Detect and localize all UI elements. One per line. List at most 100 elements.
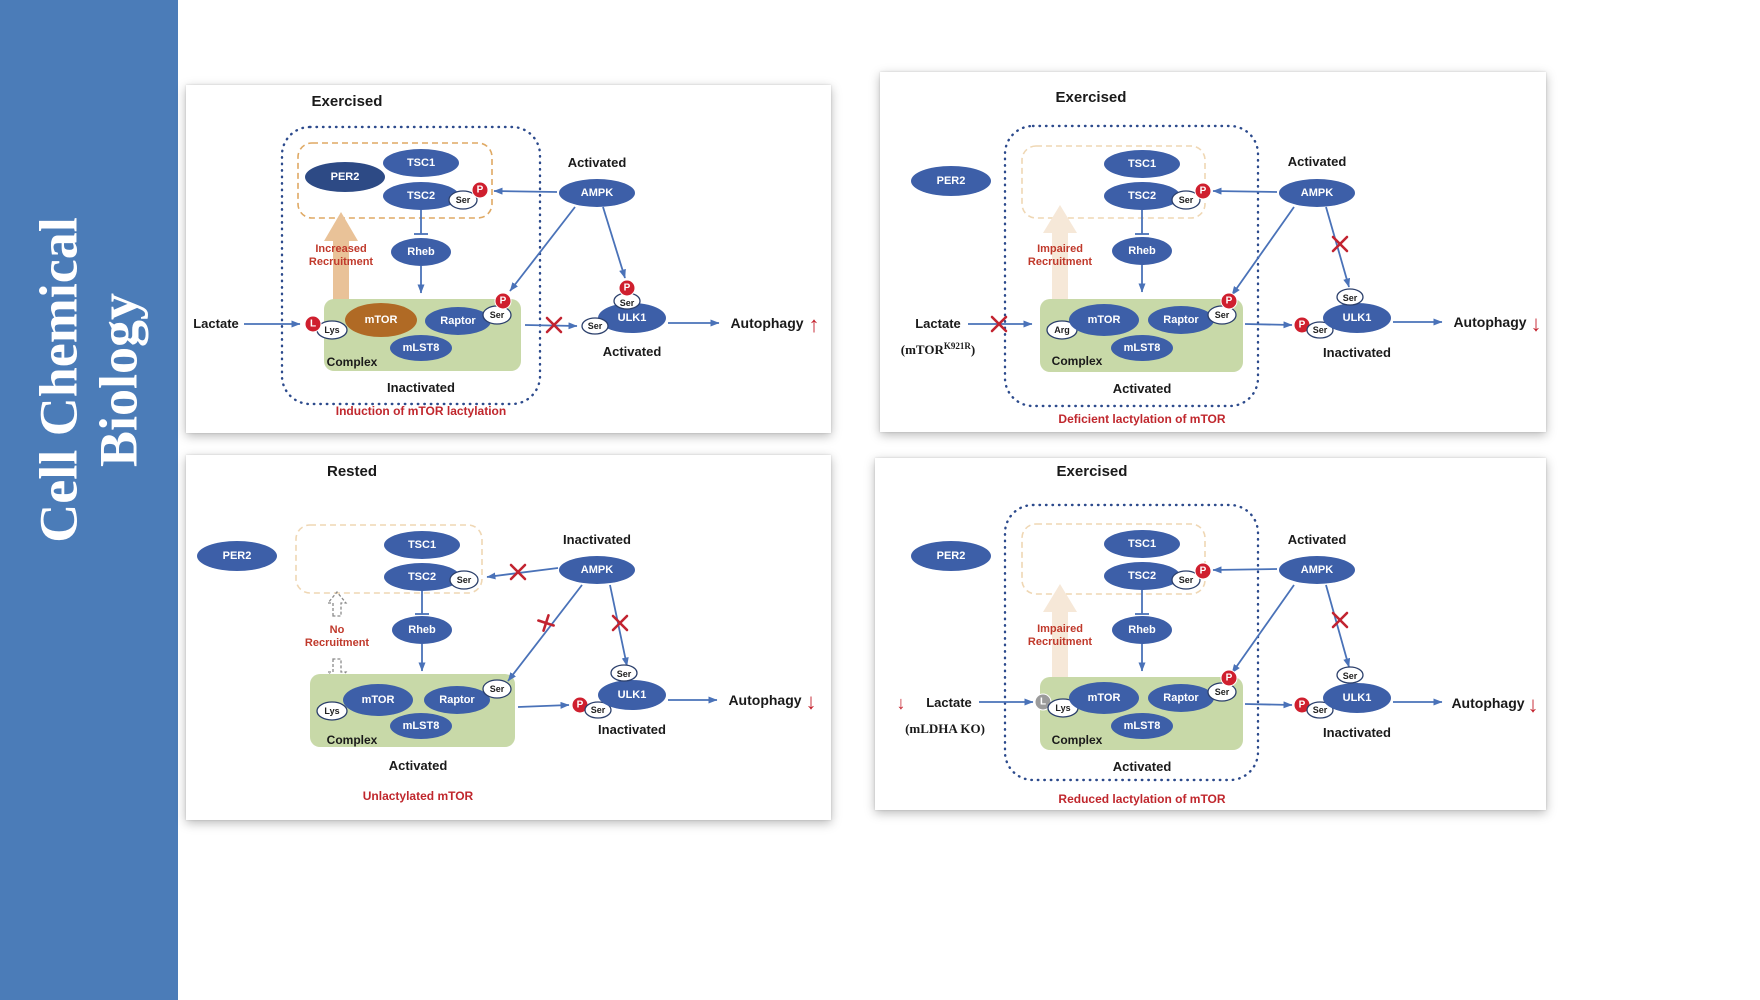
ulk1-state: Activated — [603, 344, 662, 359]
arrow-complex-to-ulk1 — [517, 701, 570, 709]
raptor-phospho-label: P — [500, 296, 507, 307]
ampk-node — [1279, 179, 1355, 207]
mtor-lys-site — [316, 701, 348, 721]
per2-node — [305, 162, 385, 192]
arrow-ampk-to-tsc2 — [1212, 187, 1278, 195]
panel-caption: Reduced lactylation of mTOR — [1058, 792, 1225, 806]
ulk1-label: ULK1 — [1343, 692, 1372, 704]
mlst8-label: mLST8 — [1124, 342, 1161, 354]
ampk-state: Inactivated — [563, 532, 631, 547]
mlst8-label: mLST8 — [403, 342, 440, 354]
ulk1-node — [1323, 683, 1391, 713]
raptor-phospho-label: P — [1226, 296, 1233, 307]
arrow-ampk-to-tsc2 — [493, 187, 558, 195]
note-sup: K921R — [944, 341, 972, 351]
arrow-ampk-to-complex — [507, 584, 583, 682]
panel-caption: Induction of mTOR lactylation — [336, 404, 506, 418]
mtor-node — [343, 684, 413, 716]
mtor-label: mTOR — [1088, 692, 1121, 704]
ampk-state: Activated — [568, 155, 627, 170]
raptor-ser-site — [482, 679, 512, 699]
ulk1-ser757-label: Ser — [591, 705, 606, 715]
panel-title: Exercised — [312, 93, 383, 110]
tsc2-ser-site — [1171, 570, 1201, 590]
rheb-label: Rheb — [407, 246, 435, 258]
ampk-node — [1279, 556, 1355, 584]
tsc1-node — [1104, 530, 1180, 558]
ulk1-ser-top-label: Ser — [1343, 293, 1358, 303]
mtor-lys-label: Lys — [324, 325, 339, 335]
autophagy-label: Autophagy — [730, 315, 803, 331]
blocked-x-ampk-tsc2-icon — [509, 563, 527, 581]
tsc2-ser-site — [1171, 190, 1201, 210]
ulk1-phospho-label: P — [624, 283, 631, 294]
panel-title: Exercised — [1057, 463, 1128, 480]
mlst8-node — [390, 335, 452, 361]
panel-caption: Deficient lactylation of mTOR — [1058, 412, 1225, 426]
rheb-node — [392, 616, 452, 644]
arrow-ampk-to-complex — [509, 206, 576, 292]
note-close: ) — [971, 342, 975, 357]
ulk1-label: ULK1 — [1343, 312, 1372, 324]
blocked-x-ampk-ulk1-icon — [1331, 611, 1349, 629]
ulk1-node — [598, 303, 666, 333]
journal-sidebar: Cell Chemical Biology — [0, 0, 178, 1000]
recruitment-zone-dashed — [1021, 145, 1206, 219]
rheb-node — [1112, 237, 1172, 265]
lactyl-mark-label: L — [310, 319, 316, 330]
lactyl-mark-icon — [304, 315, 322, 333]
complex-state: Activated — [1113, 759, 1172, 774]
complex-label: Complex — [327, 733, 378, 747]
panel-caption: Unlactylated mTOR — [363, 789, 474, 803]
tsc2-phospho-icon — [1194, 562, 1212, 580]
blocked-x-ampk-ulk1-icon — [611, 614, 629, 632]
ulk1-ser757-label: Ser — [1313, 325, 1328, 335]
recruitment-text2: Recruitment — [305, 637, 370, 649]
lactate-label: Lactate — [926, 695, 972, 710]
journal-title-line2: Biology — [89, 292, 149, 468]
rheb-label: Rheb — [1128, 245, 1156, 257]
tsc2-node — [1104, 562, 1180, 590]
recruitment-text1: No — [330, 624, 345, 636]
journal-title-line1: Cell Chemical — [28, 217, 89, 543]
arrow-ampk-to-ulk1 — [1325, 584, 1351, 668]
panel-rested-unlactylated: Rested No Recruitment PER2 TSC1 TSC2 Ser… — [186, 455, 831, 820]
ampk-state: Activated — [1288, 154, 1347, 169]
rheb-label: Rheb — [408, 624, 436, 636]
raptor-phospho-icon — [494, 292, 512, 310]
tsc2-phospho-icon — [1194, 182, 1212, 200]
complex-state: Activated — [389, 758, 448, 773]
ampk-node — [559, 179, 635, 207]
tsc2-label: TSC2 — [407, 190, 435, 202]
ulk1-ser-top-site — [1336, 666, 1364, 684]
ulk1-phospho-label: P — [1299, 320, 1306, 331]
blocked-plus-icon — [537, 614, 555, 632]
note-base: (mTOR — [901, 342, 945, 357]
mlst8-label: mLST8 — [403, 720, 440, 732]
tsc2-phospho-label: P — [477, 185, 484, 196]
tsc1-node — [1104, 150, 1180, 178]
recruitment-text2: Recruitment — [309, 256, 374, 268]
tsc1-node — [383, 149, 459, 177]
autophagy-direction-icon: ↓ — [806, 689, 817, 714]
tsc2-node — [384, 563, 460, 591]
ulk1-ser757-site — [1306, 321, 1334, 339]
ampk-label: AMPK — [581, 564, 613, 576]
raptor-node — [1148, 306, 1214, 334]
recruitment-zone-dashed — [295, 524, 483, 594]
tsc1-label: TSC1 — [407, 157, 435, 169]
lactate-label: Lactate — [193, 316, 239, 331]
arrow-complex-to-ulk1 — [524, 322, 578, 330]
ulk1-state: Inactivated — [598, 722, 666, 737]
rheb-node — [391, 238, 451, 266]
recruitment-text1: Impaired — [1037, 243, 1083, 255]
raptor-node — [424, 686, 490, 714]
complex-label: Complex — [327, 355, 378, 369]
raptor-label: Raptor — [440, 315, 476, 327]
complex-state: Activated — [1113, 381, 1172, 396]
raptor-ser-site — [1207, 682, 1237, 702]
lactate-label: Lactate — [915, 316, 961, 331]
lactate-ko-note: (mLDHA KO) — [905, 721, 985, 736]
recruitment-up-arrow-icon — [324, 212, 358, 313]
lactate-mutation-note: (mTORK921R) — [901, 341, 975, 357]
